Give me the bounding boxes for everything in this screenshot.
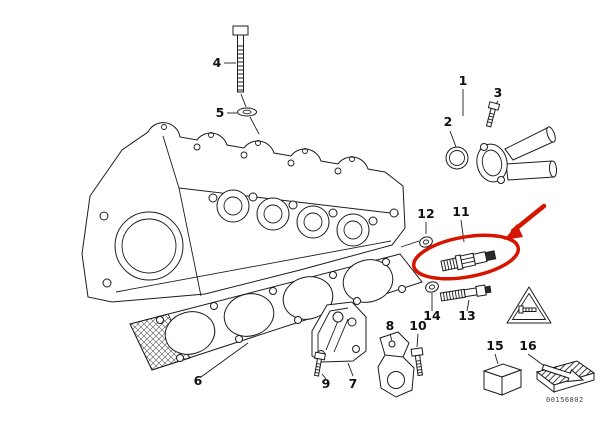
bolt-part-9 xyxy=(313,351,327,377)
sealant-arrow xyxy=(541,363,585,382)
leader-line-10 xyxy=(416,333,419,348)
lower-hose-stub xyxy=(505,160,555,181)
front-bore-outer xyxy=(114,211,184,281)
fastener-set-triangle-icon xyxy=(506,286,552,324)
bolt-threads xyxy=(237,45,244,91)
head-bolt-part-4 xyxy=(232,25,249,108)
part-label-11[interactable]: 11 xyxy=(452,204,469,219)
housing-assembly-part-1 xyxy=(462,89,558,184)
gasket-bolt-holes xyxy=(156,258,406,362)
part-label-10[interactable]: 10 xyxy=(409,318,427,333)
sensor-part-11 xyxy=(440,250,497,272)
bolt-part-3 xyxy=(485,101,501,128)
bolt-hole xyxy=(389,208,399,218)
bolt-hole xyxy=(368,216,378,226)
bolt-hole xyxy=(102,278,112,288)
lower-stub-opening xyxy=(548,160,558,178)
part-label-6[interactable]: 6 xyxy=(194,373,203,388)
housing-flange-inner xyxy=(481,149,503,177)
part-label-7[interactable]: 7 xyxy=(349,376,358,391)
leader-line-15 xyxy=(494,353,499,365)
sensor-thread xyxy=(440,257,459,272)
washer-part-12 xyxy=(419,222,433,248)
sealant-icon-part-16 xyxy=(535,360,596,394)
o-ring-part-2 xyxy=(445,130,469,170)
bolt-head xyxy=(232,25,249,36)
washer-part-5 xyxy=(237,107,260,135)
housing-flange xyxy=(476,143,508,183)
leader-line-16 xyxy=(527,353,544,366)
bolt-shank xyxy=(237,34,244,93)
part-label-4[interactable]: 4 xyxy=(213,55,222,70)
part-label-9[interactable]: 9 xyxy=(322,376,331,391)
head-top-crease xyxy=(178,187,400,215)
mini-bolt-shank xyxy=(522,307,537,312)
intake-ports xyxy=(208,189,378,247)
leader-line-9 xyxy=(321,373,327,380)
bolt-hole xyxy=(288,200,298,210)
part-label-15[interactable]: 15 xyxy=(486,338,503,353)
washer-part-14 xyxy=(425,281,439,311)
part-label-13[interactable]: 13 xyxy=(458,308,475,323)
assembly-axis-line xyxy=(240,93,247,108)
combustion-chamber-holes xyxy=(164,259,394,355)
bolt-part-10 xyxy=(410,347,424,377)
doc-number: 00156802 xyxy=(546,396,584,404)
upper-hose-stub xyxy=(504,126,554,161)
bolt-hole xyxy=(328,208,338,218)
stud-bolt-part-13 xyxy=(439,284,492,302)
part-label-16[interactable]: 16 xyxy=(519,338,537,353)
front-bore-inner xyxy=(121,218,177,274)
plate-part-8 xyxy=(377,331,415,398)
leader-line-3 xyxy=(495,100,499,105)
part-label-3[interactable]: 3 xyxy=(494,85,503,100)
assembly-axis-line xyxy=(249,116,260,135)
bolt-hole xyxy=(99,211,109,221)
sensor-connector xyxy=(484,250,497,262)
leader-line-7 xyxy=(347,362,354,377)
part-label-5[interactable]: 5 xyxy=(216,105,225,120)
head-lower-flange-crease xyxy=(115,240,392,293)
red-circle-annotation xyxy=(411,233,521,281)
leader-line-13 xyxy=(466,299,470,312)
flange-ear-hole xyxy=(497,176,505,184)
leader-line-2 xyxy=(449,130,457,148)
bolt-hole xyxy=(208,193,218,203)
upper-stub-opening xyxy=(546,126,556,143)
bolt-hole xyxy=(248,192,258,202)
part-label-12[interactable]: 12 xyxy=(417,206,434,221)
leader-line-6 xyxy=(200,342,249,378)
red-highlight-annotation xyxy=(411,203,547,281)
leader-line-8 xyxy=(389,333,393,342)
cylinder-head-drawing xyxy=(81,122,406,303)
head-gasket-drawing xyxy=(129,253,423,371)
red-arrow-head xyxy=(504,224,523,240)
flange-ear-hole xyxy=(480,143,488,151)
part-label-14[interactable]: 14 xyxy=(423,308,441,323)
cam-tower-holes xyxy=(161,124,355,175)
part-labels: 1 2 3 4 5 6 7 8 9 10 11 12 13 14 15 16 xyxy=(194,55,537,391)
part-label-8[interactable]: 8 xyxy=(386,318,395,333)
assembly-axis-line xyxy=(400,240,420,248)
kit-box-part-15 xyxy=(482,363,523,396)
part-label-2[interactable]: 2 xyxy=(444,114,453,129)
mini-bolt-head xyxy=(518,305,524,314)
part-label-1[interactable]: 1 xyxy=(459,73,468,88)
